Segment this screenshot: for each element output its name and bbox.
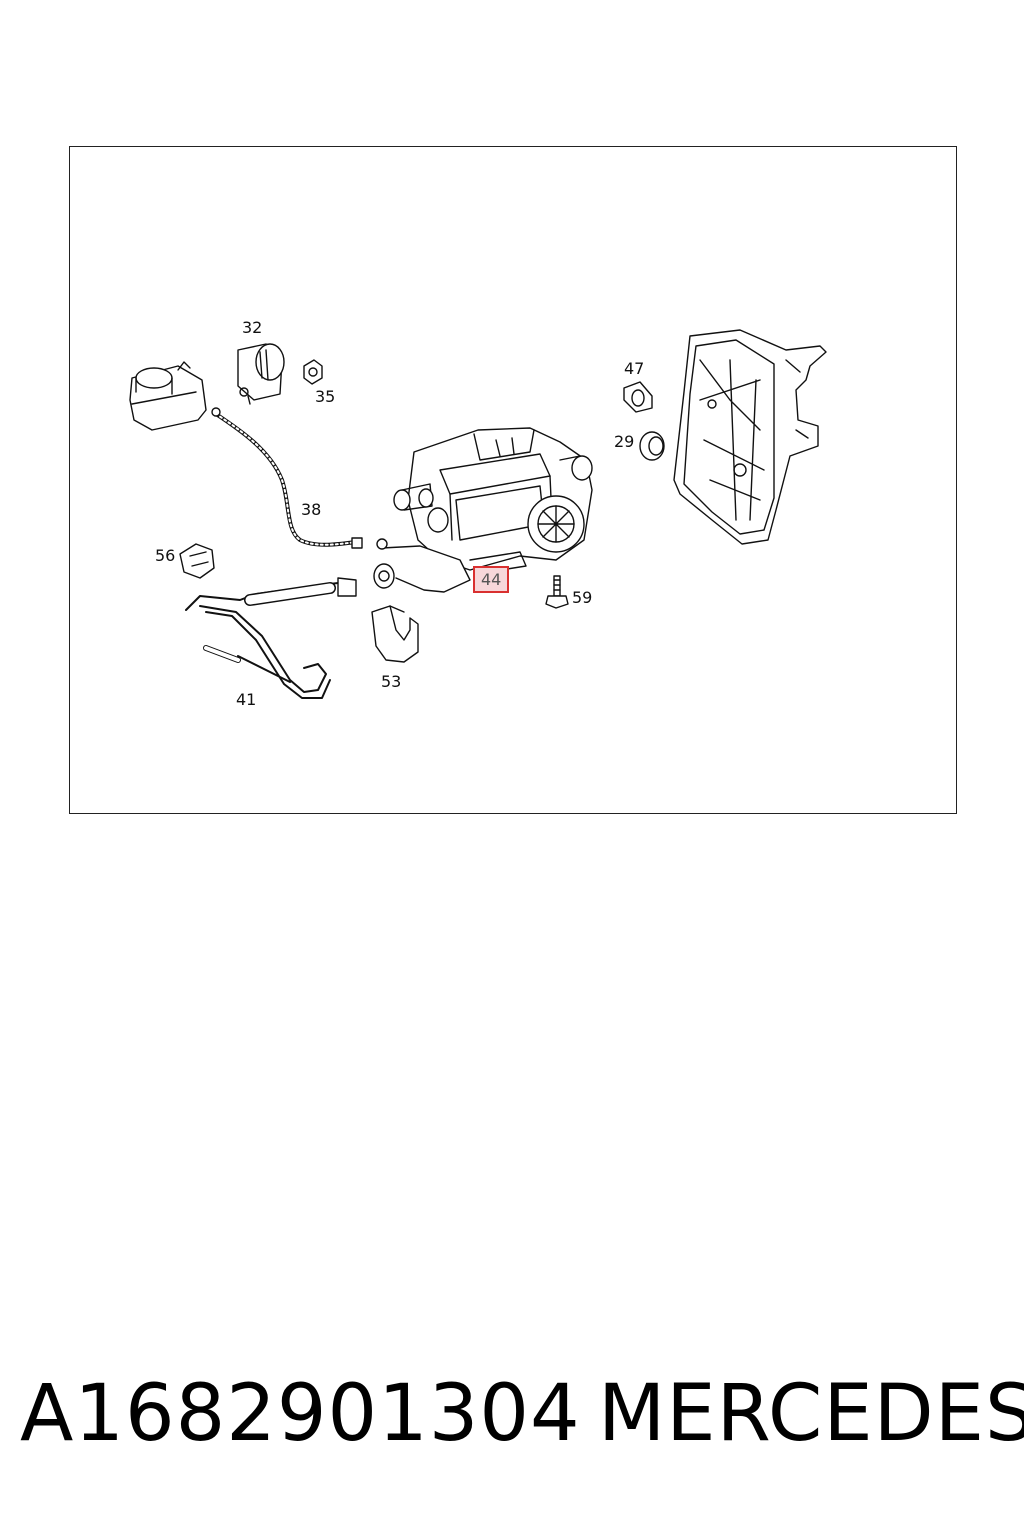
part-32-bracket <box>237 343 285 405</box>
callout-44-highlighted[interactable]: 44 <box>473 566 510 593</box>
callout-41[interactable]: 41 <box>236 690 257 709</box>
part-number: A1682901304 <box>20 1369 581 1459</box>
part-44-housing <box>373 427 593 593</box>
callout-47[interactable]: 47 <box>624 359 645 378</box>
callout-59[interactable]: 59 <box>572 588 593 607</box>
callout-38[interactable]: 38 <box>301 500 322 519</box>
callout-35[interactable]: 35 <box>315 387 336 406</box>
part-41-pipe <box>185 577 357 699</box>
part-38-hose <box>211 407 363 549</box>
diagram-frame <box>69 146 957 814</box>
part-47-mount <box>623 381 653 413</box>
caption: A1682901304 MERCEDES <box>0 1375 1024 1465</box>
part-29-grommet <box>639 431 665 461</box>
brand-name: MERCEDES <box>598 1369 1024 1459</box>
part-56-clip <box>179 543 215 579</box>
callout-56[interactable]: 56 <box>155 546 176 565</box>
parts-diagram-drawing <box>129 329 827 699</box>
part-59-bolt <box>545 575 569 609</box>
part-35-nut <box>303 359 323 385</box>
callout-29[interactable]: 29 <box>614 432 635 451</box>
reservoir-part <box>129 361 207 431</box>
part-53-clamp <box>371 605 419 663</box>
mounting-panel <box>673 329 827 545</box>
callout-32[interactable]: 32 <box>242 318 263 337</box>
callout-53[interactable]: 53 <box>381 672 402 691</box>
